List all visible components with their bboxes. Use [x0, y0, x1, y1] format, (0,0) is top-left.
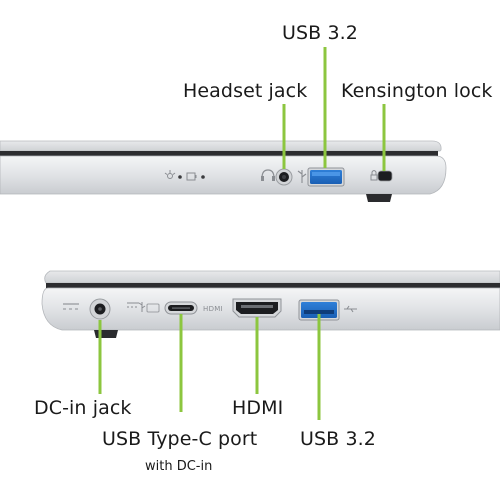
battery-led-icon — [186, 172, 197, 181]
power-led-icon — [164, 170, 176, 179]
lock-icon — [370, 170, 378, 181]
laptop-right-side — [0, 47, 447, 202]
hdmi-port — [232, 298, 282, 318]
usb-type-c-label: USB Type-C port — [102, 428, 258, 450]
with-dc-in-sublabel: with DC-in — [145, 459, 213, 474]
kensington-lock-slot — [377, 170, 393, 182]
headset-icon — [261, 169, 275, 181]
dc-power-symbol-icon — [63, 303, 79, 310]
laptop-left-side: HDMI — [41, 270, 500, 420]
usb-a-port-top — [307, 167, 345, 187]
kensington-lock-label: Kensington lock — [341, 80, 493, 102]
usb-symbol-icon — [297, 170, 307, 183]
hinge-gap — [46, 283, 500, 288]
usb-type-c-port — [164, 301, 198, 315]
headset-jack-label: Headset jack — [183, 80, 308, 102]
lid-edge — [0, 140, 442, 152]
lid-edge — [44, 270, 500, 284]
power-led — [178, 175, 182, 179]
usb-symbol-icon — [344, 305, 357, 313]
usb-3-2-top-label: USB 3.2 — [282, 22, 358, 44]
rubber-foot — [94, 330, 118, 338]
usb-3-2-bottom-label: USB 3.2 — [300, 428, 376, 450]
dc-in-jack-port — [89, 298, 111, 320]
headset-jack-port — [275, 168, 293, 186]
dc-power-symbol-icon — [127, 302, 160, 313]
hdmi-label: HDMI — [232, 397, 284, 419]
dc-in-jack-label: DC-in jack — [34, 397, 132, 419]
battery-led — [201, 175, 205, 179]
usb-a-port-bottom — [298, 299, 340, 321]
hdmi-port-mark: HDMI — [203, 305, 223, 313]
hinge-gap — [0, 151, 438, 156]
rubber-foot — [366, 194, 392, 202]
